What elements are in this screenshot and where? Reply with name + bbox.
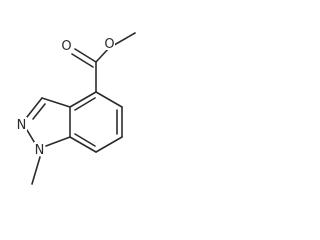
- bond-c4-c5: [95, 91, 123, 108]
- bond-c7-c7a-inner: [74, 133, 96, 147]
- bond-carbonyl-double-b: [71, 53, 94, 68]
- bond-n1-c7a: [45, 136, 71, 147]
- svg-text:N: N: [35, 143, 45, 158]
- svg-text:N: N: [17, 118, 27, 133]
- atom-n2: N: [16, 117, 27, 133]
- svg-text:O: O: [61, 39, 71, 54]
- atom-o-ester: O: [104, 36, 115, 52]
- bond-c7-c7a: [69, 136, 97, 153]
- bond-c3a-c3: [41, 97, 71, 108]
- bond-carbonyl-double-a: [74, 48, 97, 63]
- bond-c3a-c4: [69, 91, 97, 108]
- bond-c3-n2: [26, 97, 43, 118]
- chemical-structure: O O N N: [16, 32, 136, 185]
- bond-c3-n2-inner: [32, 103, 46, 120]
- bond-c6-c7: [95, 136, 123, 153]
- atom-n1: N: [34, 142, 45, 158]
- bond-carbonyl-c-ester-o: [95, 47, 110, 63]
- bond-n1-methyl: [31, 156, 41, 185]
- atom-o-carbonyl: O: [61, 38, 72, 54]
- svg-text:O: O: [104, 37, 114, 52]
- bond-c3a-c4-inner: [74, 97, 96, 111]
